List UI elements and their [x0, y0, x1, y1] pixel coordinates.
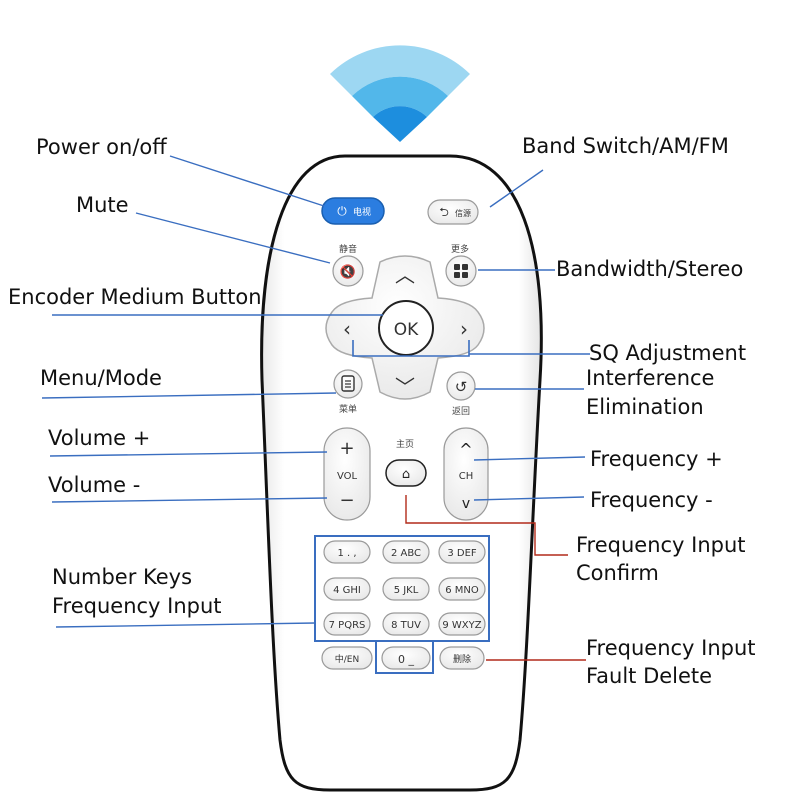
volume-up-key[interactable]: + [339, 438, 354, 459]
number-key-9[interactable]: 9 WXYZ [438, 612, 486, 636]
lang-key-label: 中/EN [335, 653, 359, 665]
label-volume-down: Volume - [48, 473, 140, 497]
zero-button[interactable]: 0 _ [381, 646, 431, 670]
number-key-8[interactable]: 8 TUV [382, 612, 430, 636]
number-key-label: 1 . , [337, 548, 356, 559]
number-key-7[interactable]: 7 PQRS [323, 612, 371, 636]
power-button[interactable]: ⏻ 电视 [321, 197, 385, 225]
channel-down-icon[interactable]: v [462, 496, 470, 512]
language-button[interactable]: 中/EN [321, 646, 373, 670]
number-key-label: 6 MNO [445, 585, 479, 596]
number-key-label: 2 ABC [391, 548, 421, 559]
grid-icon [454, 264, 468, 278]
number-key-label: 4 GHI [333, 585, 361, 596]
channel-rocker[interactable]: ^ CH v [443, 427, 489, 521]
confirm-leader [405, 495, 568, 556]
down-arrow-icon[interactable]: ﹀ [395, 375, 415, 399]
input-source-icon: ⮌ [439, 205, 449, 219]
ok-button[interactable]: OK [378, 300, 434, 356]
freq-down-leader [473, 496, 585, 501]
number-keypad: 1 . , 2 ABC 3 DEF 4 GHI 5 JKL 6 MNO 7 PQRS 8 TU… [323, 540, 486, 636]
up-arrow-icon[interactable]: ︿ [395, 263, 415, 287]
volume-up-leader [49, 451, 328, 457]
band-leader [489, 169, 544, 208]
label-menu: Menu/Mode [40, 366, 162, 390]
callout-labels: Power on/off Band Switch/AM/FM Mute Band… [8, 134, 756, 688]
more-button[interactable] [445, 255, 477, 287]
number-key-5[interactable]: 5 JKL [382, 577, 430, 601]
power-leader [169, 155, 325, 207]
label-delete-line2: Fault Delete [586, 664, 712, 688]
menu-leader [41, 392, 337, 399]
label-bandwidth: Bandwidth/Stereo [556, 257, 743, 281]
right-arrow-icon[interactable]: › [460, 317, 468, 341]
home-caption: 主页 [396, 438, 414, 450]
back-caption: 返回 [452, 405, 470, 417]
back-arrow-icon: ↺ [455, 378, 468, 396]
label-numkeys-line2: Frequency Input [52, 594, 222, 618]
mute-caption: 静音 [339, 243, 357, 255]
number-key-label: 5 JKL [394, 585, 419, 596]
menu-list-icon [341, 375, 355, 392]
number-key-4[interactable]: 4 GHI [323, 577, 371, 601]
label-numkeys-line1: Number Keys [52, 565, 192, 589]
number-key-1[interactable]: 1 . , [323, 540, 371, 564]
zero-key-highlight-box [375, 640, 434, 674]
menu-caption: 菜单 [339, 403, 357, 415]
menu-button[interactable] [333, 369, 363, 399]
number-key-label: 3 DEF [447, 548, 477, 559]
label-freq-down: Frequency - [590, 488, 713, 512]
label-sq: SQ Adjustment [589, 341, 746, 365]
zero-key-label: 0 _ [398, 653, 414, 666]
mute-button[interactable]: 🔇 [332, 255, 364, 287]
back-button[interactable]: ↺ [446, 371, 476, 401]
number-key-6[interactable]: 6 MNO [438, 577, 486, 601]
sq-bracket [352, 340, 470, 357]
number-key-label: 8 TUV [391, 620, 421, 631]
numkeys-leader [55, 622, 316, 628]
number-key-label: 9 WXYZ [442, 620, 481, 631]
home-button[interactable]: ⌂ [385, 459, 427, 487]
vol-label: VOL [337, 471, 358, 482]
label-interference-line2: Elimination [586, 395, 704, 419]
label-freq-up: Frequency + [590, 447, 723, 471]
ch-label: CH [459, 471, 474, 482]
volume-down-leader [51, 497, 328, 503]
source-button[interactable]: ⮌ 信源 [427, 199, 479, 225]
freq-up-leader [473, 456, 586, 461]
label-confirm-line2: Confirm [576, 561, 659, 585]
delete-key-label: 删除 [453, 653, 471, 665]
left-arrow-icon[interactable]: ‹ [343, 317, 351, 341]
source-key-label: 信源 [455, 208, 471, 218]
label-confirm-line1: Frequency Input [576, 533, 746, 557]
label-mute: Mute [76, 193, 129, 217]
label-power: Power on/off [36, 135, 167, 159]
volume-down-key[interactable]: − [339, 490, 354, 511]
more-caption: 更多 [451, 243, 469, 255]
number-key-3[interactable]: 3 DEF [438, 540, 486, 564]
label-volume-up: Volume + [48, 426, 150, 450]
power-key-label: 电视 [353, 206, 371, 218]
power-icon: ⏻ [337, 204, 347, 218]
volume-rocker[interactable]: + VOL − [323, 427, 371, 521]
label-delete-line1: Frequency Input [586, 636, 756, 660]
label-interference-line1: Interference [586, 366, 714, 390]
label-encoder: Encoder Medium Button [8, 285, 262, 309]
number-key-label: 7 PQRS [329, 620, 366, 631]
number-key-2[interactable]: 2 ABC [382, 540, 430, 564]
channel-up-icon[interactable]: ^ [459, 440, 472, 459]
mute-leader [135, 212, 331, 264]
wifi-signal-icon [330, 45, 470, 142]
ok-label: OK [394, 320, 419, 340]
mute-icon: 🔇 [340, 264, 356, 280]
leader-lines [41, 155, 590, 661]
home-icon: ⌂ [402, 467, 410, 482]
delete-button[interactable]: 删除 [439, 646, 485, 670]
label-band: Band Switch/AM/FM [522, 134, 729, 158]
